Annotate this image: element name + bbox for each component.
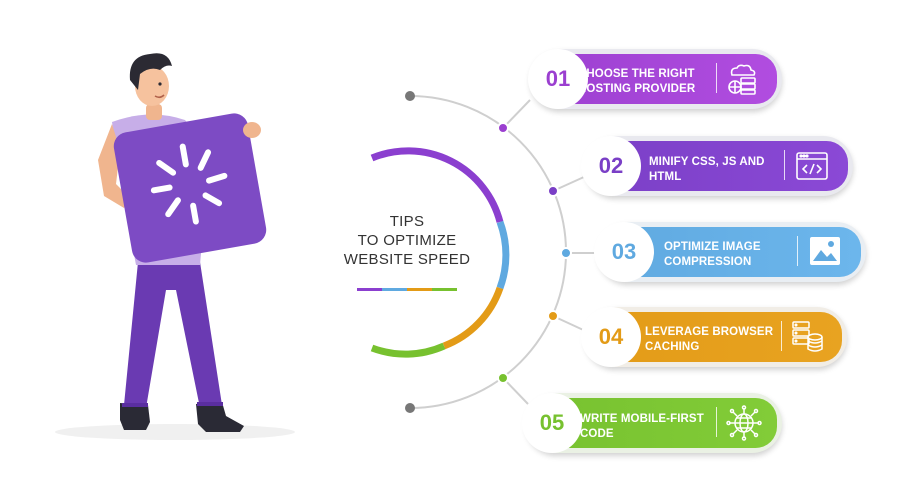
center-ring [370,147,510,358]
tip-number-05: 05 [539,410,565,435]
loading-board [113,113,267,263]
tip-card-05: 05 WRITE MOBILE-FIRST CODE [522,393,782,453]
tip-label-05-line-1: WRITE MOBILE-FIRST [580,413,704,425]
tip-label-05-line-2: CODE [580,428,614,440]
tip-label-04-line-2: CACHING [645,341,700,353]
person-cuff-left [122,403,148,407]
person-head [135,66,169,106]
tip-number-04: 04 [598,324,624,349]
server-cloud-icon [728,64,756,95]
person-shoe-left [120,403,150,430]
code-window-icon [796,152,828,180]
tip-label-05: WRITE MOBILE-FIRST CODE [580,412,704,442]
tip-card-03: 03 OPTIMIZE IMAGE COMPRESSION [594,222,866,282]
loading-spinner-icon [150,143,228,225]
arc-end-dot-top [405,91,415,101]
tip-label-01-line-1: CHOOSE THE RIGHT [578,68,695,80]
tip-label-02-line-1: MINIFY CSS, JS AND [649,156,765,168]
tip-number-03: 03 [611,239,637,264]
person-arm-left [98,124,130,208]
tip-label-01: CHOOSE THE RIGHT HOSTING PROVIDER [578,67,695,97]
tip-label-04-line-1: LEVERAGE BROWSER [645,326,774,338]
tip-label-03-line-2: COMPRESSION [664,256,752,268]
person-hair [129,53,172,90]
connector-dots [497,122,572,384]
tip-label-03-line-1: OPTIMIZE IMAGE [664,241,761,253]
tip-number-02: 02 [598,153,624,178]
center-title: TIPS TO OPTIMIZE WEBSITE SPEED [332,212,482,269]
tip-card-02: 02 MINIFY CSS, JS AND HTML [581,136,853,196]
tip-number-01: 01 [545,66,571,91]
tip-label-03: OPTIMIZE IMAGE COMPRESSION [664,240,761,270]
center-title-line-1: TIPS [389,213,425,230]
tip-label-02-line-2: HTML [649,171,682,183]
center-title-line-3: WEBSITE SPEED [343,251,471,268]
center-title-line-2: TO OPTIMIZE [357,232,457,249]
globe-network-icon [726,405,762,441]
database-cache-icon [792,321,823,352]
person-neck [146,104,162,120]
title-underline [357,288,457,291]
tip-card-04: 04 LEVERAGE BROWSER CACHING [581,307,847,367]
image-icon [810,237,840,265]
tip-card-01: 01 CHOOSE THE RIGHT HOSTING PROVIDER [528,49,782,109]
tip-label-02: MINIFY CSS, JS AND HTML [649,155,765,185]
person-legs [124,262,222,408]
tip-label-01-line-2: HOSTING PROVIDER [578,83,696,95]
floor-shadow [55,424,295,440]
person-shoe-right [196,402,244,432]
person-cuff-right [197,402,223,406]
tip-label-04: LEVERAGE BROWSER CACHING [645,325,773,355]
person-eye [158,82,162,86]
person-mouth [154,94,165,99]
arc-end-dot-bottom [405,403,415,413]
person-illustration [98,53,267,432]
person-hand-right [243,122,261,138]
